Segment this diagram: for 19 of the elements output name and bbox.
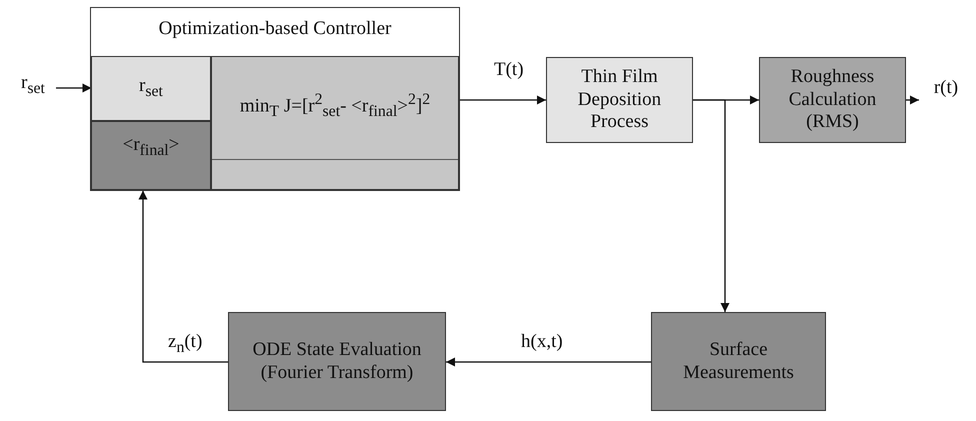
arrow bbox=[906, 96, 919, 104]
arrow bbox=[460, 96, 546, 104]
estimate-box: <r$_{final}$> bbox=[91, 121, 211, 190]
process-box: Thin Film Deposition Process bbox=[546, 57, 693, 143]
process-box: Surface Measurements bbox=[651, 312, 826, 411]
arrow bbox=[693, 99, 730, 312]
arrow bbox=[56, 84, 92, 92]
process-box: Roughness Calculation (RMS) bbox=[759, 57, 906, 143]
controller-box bbox=[90, 7, 460, 191]
output-label: r(t) bbox=[921, 73, 971, 103]
setpoint-box: r$_{set}$ bbox=[91, 56, 211, 121]
edge-label: h(x,t) bbox=[519, 332, 565, 353]
edge-label: T(t) bbox=[492, 60, 526, 81]
input-label: r$_{set}$ bbox=[12, 70, 54, 100]
arrow bbox=[446, 358, 651, 366]
process-box: ODE State Evaluation (Fourier Transform) bbox=[228, 312, 446, 411]
objective-box: min$_{T}$ J=[r$^{2}$$_{set}$- <r$_{final}$>$^{2}$]$^{2}$ bbox=[211, 56, 459, 190]
arrow bbox=[138, 190, 228, 363]
box-title: Optimization-based Controller bbox=[158, 18, 392, 41]
